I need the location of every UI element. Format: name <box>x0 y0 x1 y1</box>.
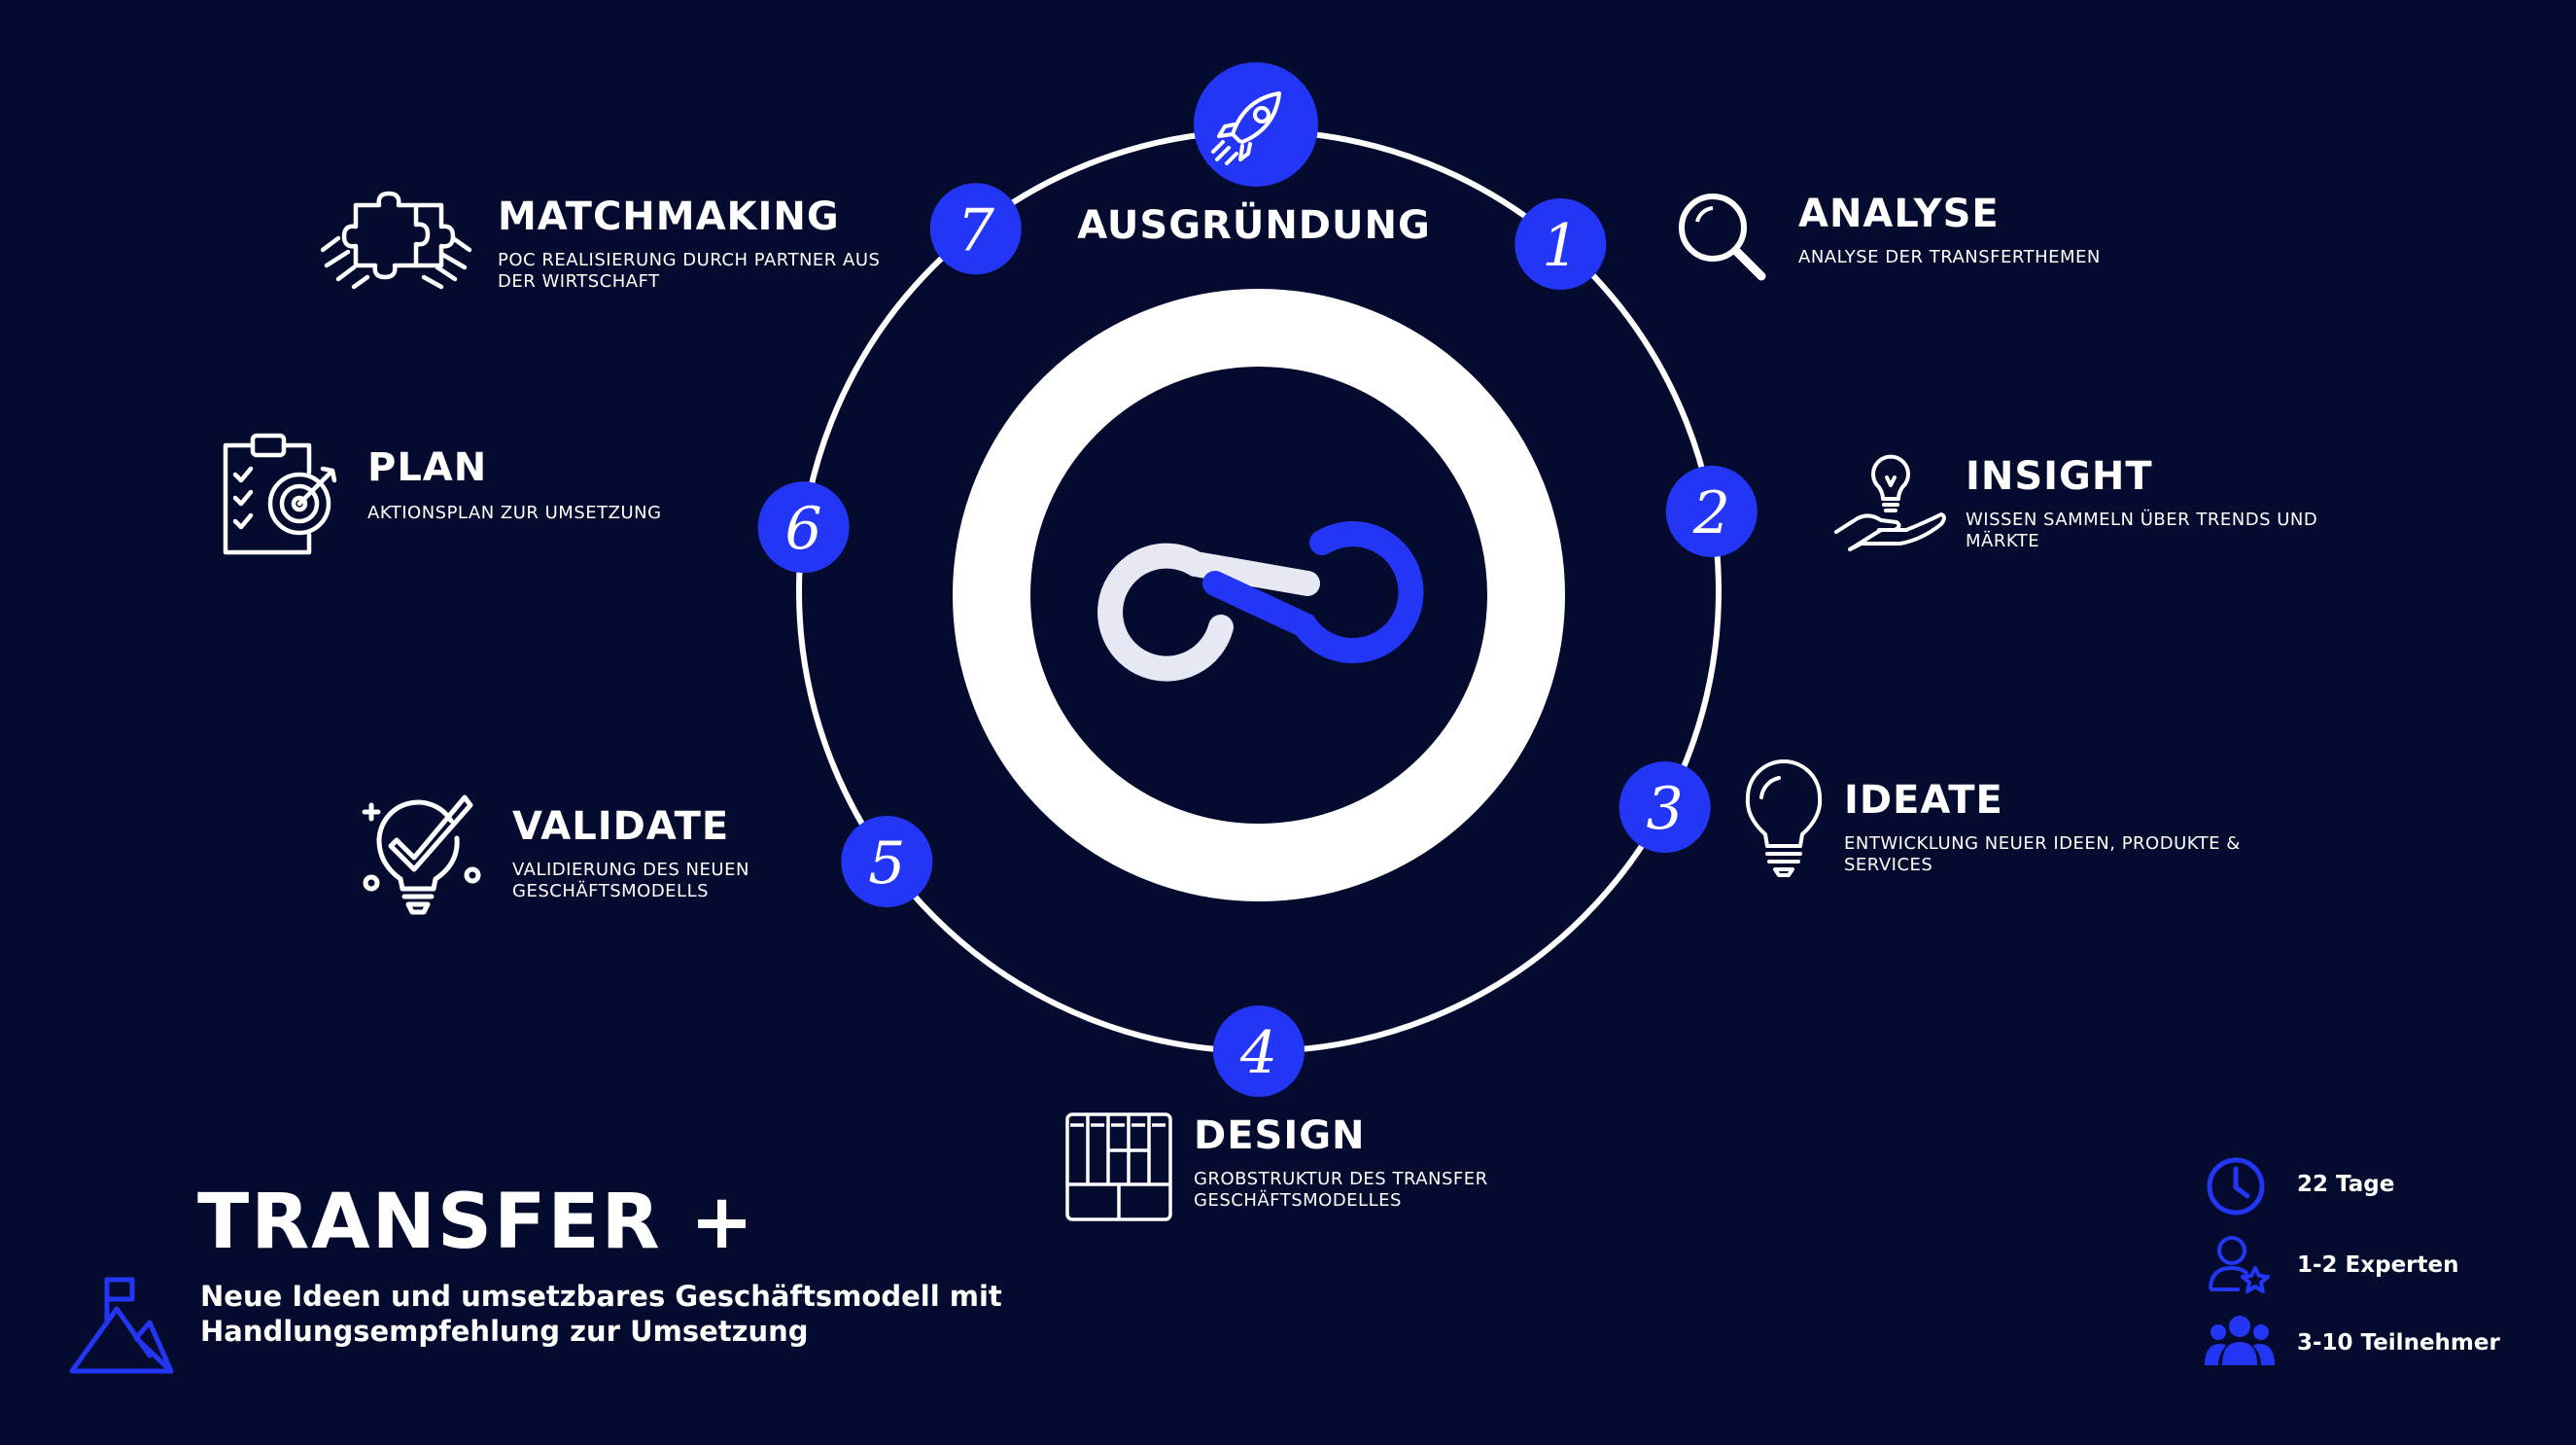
step-badge-circle <box>1514 198 1607 291</box>
step-badge-4: 4 <box>1213 1005 1305 1097</box>
group-icon-wrap <box>2205 1313 2275 1371</box>
step-title: MATCHMAKING <box>498 194 840 239</box>
step-number: 3 <box>1647 775 1684 843</box>
step-badge-circle <box>929 183 1022 275</box>
step-badge-circle <box>841 816 933 908</box>
step-analyse: ANALYSE ANALYSE DER TRANSFERTHEMEN <box>1798 194 2207 268</box>
step-validate: VALIDATE VALIDIERUNG DES NEUEN GESCHÄFTS… <box>512 807 921 901</box>
step-title: DESIGN <box>1194 1113 1366 1158</box>
mountain-flag-icon-wrap <box>68 1274 175 1380</box>
clock-icon-wrap <box>2205 1155 2267 1221</box>
step-validate-icon-wrap <box>358 786 489 921</box>
step-title: INSIGHT <box>1966 454 2153 499</box>
center-donut <box>953 289 1565 901</box>
step-badge-1: 1 <box>1514 198 1607 291</box>
step-number: 2 <box>1692 479 1730 547</box>
step-description: ENTWICKLUNG NEUER IDEEN, PRODUKTE & SERV… <box>1844 833 2241 875</box>
lightbulb-check-icon <box>362 794 481 915</box>
step-title: ANALYSE <box>1798 192 2000 236</box>
expert-user-icon <box>2209 1236 2270 1293</box>
step-matchmaking: MATCHMAKING POC REALISIERUNG DURCH PARTN… <box>498 197 906 292</box>
hand-lightbulb-icon <box>1834 454 1946 551</box>
step-design-icon-wrap <box>1064 1111 1173 1227</box>
step-description: GROBSTRUKTUR DES TRANSFER GESCHÄFTSMODEL… <box>1194 1169 1488 1211</box>
stat-duration: 22 Tage <box>2297 1172 2395 1197</box>
step-badge-7: 7 <box>929 183 1022 275</box>
group-icon <box>2205 1316 2275 1365</box>
infinity-logo-icon <box>1097 521 1424 682</box>
expert-user-icon-wrap <box>2207 1233 2271 1297</box>
step-badge-3: 3 <box>1619 761 1711 854</box>
step-plan: PLAN AKTIONSPLAN ZUR UMSETZUNG <box>367 448 776 524</box>
rocket-icon <box>1211 91 1281 165</box>
top-label: AUSGRÜNDUNG <box>1077 201 1431 248</box>
step-description: POC REALISIERUNG DURCH PARTNER AUS DER W… <box>498 250 881 292</box>
step-badge-6: 6 <box>757 481 850 574</box>
step-number: 6 <box>785 495 822 563</box>
step-badge-5: 5 <box>841 816 933 908</box>
step-title: IDEATE <box>1844 778 2003 823</box>
mountain-flag-icon <box>69 1277 174 1374</box>
stat-participants: 3-10 Teilnehmer <box>2297 1330 2500 1356</box>
step-description: WISSEN SAMMELN ÜBER TRENDS UND MÄRKTE <box>1966 510 2318 551</box>
step-number: 5 <box>868 829 905 898</box>
step-analyse-icon-wrap <box>1672 187 1769 288</box>
step-matchmaking-icon-wrap <box>320 190 472 296</box>
magnifier-icon <box>1679 194 1766 281</box>
step-badge-circle <box>1665 465 1758 557</box>
stat-experts: 1-2 Experten <box>2297 1252 2459 1278</box>
step-insight: INSIGHT WISSEN SAMMELN ÜBER TRENDS UND M… <box>1966 457 2374 551</box>
step-title: VALIDATE <box>512 804 730 849</box>
canvas-grid-icon <box>1065 1112 1172 1221</box>
step-ideate: IDEATE ENTWICKLUNG NEUER IDEEN, PRODUKTE… <box>1844 781 2252 875</box>
step-plan-icon-wrap <box>216 430 342 560</box>
step-insight-icon-wrap <box>1832 442 1949 563</box>
step-number: 1 <box>1542 212 1579 280</box>
puzzle-hands-icon <box>320 191 472 290</box>
clipboard-target-icon <box>223 433 337 555</box>
step-design: DESIGN GROBSTRUKTUR DES TRANSFER GESCHÄF… <box>1194 1116 1602 1211</box>
clock-icon <box>2207 1157 2265 1216</box>
step-number: 4 <box>1239 1019 1277 1087</box>
step-badge-circle <box>757 481 850 574</box>
step-ideate-icon-wrap <box>1740 758 1828 884</box>
step-badge-2: 2 <box>1665 465 1758 557</box>
step-description: ANALYSE DER TRANSFERTHEMEN <box>1798 247 2101 267</box>
program-title: TRANSFER + <box>197 1179 756 1266</box>
lightbulb-icon <box>1745 759 1823 877</box>
step-badge-circle <box>1213 1005 1305 1097</box>
rocket-badge <box>1194 62 1318 187</box>
step-description: VALIDIERUNG DES NEUEN GESCHÄFTSMODELLS <box>512 860 749 901</box>
program-subtitle: Neue Ideen und umsetzbares Geschäftsmode… <box>200 1280 1002 1349</box>
step-description: AKTIONSPLAN ZUR UMSETZUNG <box>367 503 662 523</box>
step-number: 7 <box>957 196 995 264</box>
step-badge-circle <box>1619 761 1711 854</box>
step-title: PLAN <box>367 445 488 490</box>
